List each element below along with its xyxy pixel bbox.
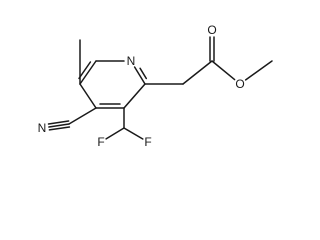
- single-bond: [105, 127, 125, 140]
- single-bond: [182, 60, 213, 85]
- pyridine-nitrogen-label: N: [127, 54, 136, 68]
- triple-bond-line: [48, 126, 71, 131]
- double-bond-line: [133, 66, 146, 85]
- single-bond: [123, 127, 144, 140]
- triple-bond-line: [47, 120, 70, 125]
- single-bond: [244, 60, 273, 81]
- single-bond: [123, 83, 146, 109]
- nitrile-nitrogen-label: N: [38, 121, 47, 135]
- single-bond: [211, 60, 236, 81]
- fluorine-left-label: F: [97, 135, 104, 149]
- bond-group: [47, 36, 273, 140]
- triple-bond-line: [48, 123, 70, 128]
- ester-ether-oxygen-label: O: [235, 77, 244, 91]
- single-bond: [68, 107, 97, 125]
- atom-label-group: N O O N F F: [38, 23, 245, 149]
- ester-carbonyl-oxygen-label: O: [207, 23, 216, 37]
- double-bond-line: [139, 67, 148, 80]
- fluorine-right-label: F: [144, 135, 151, 149]
- single-bond: [79, 83, 97, 109]
- structure-diagram: N O O N F F: [38, 23, 273, 149]
- double-bond-line: [78, 61, 92, 80]
- double-bond-line: [79, 60, 97, 85]
